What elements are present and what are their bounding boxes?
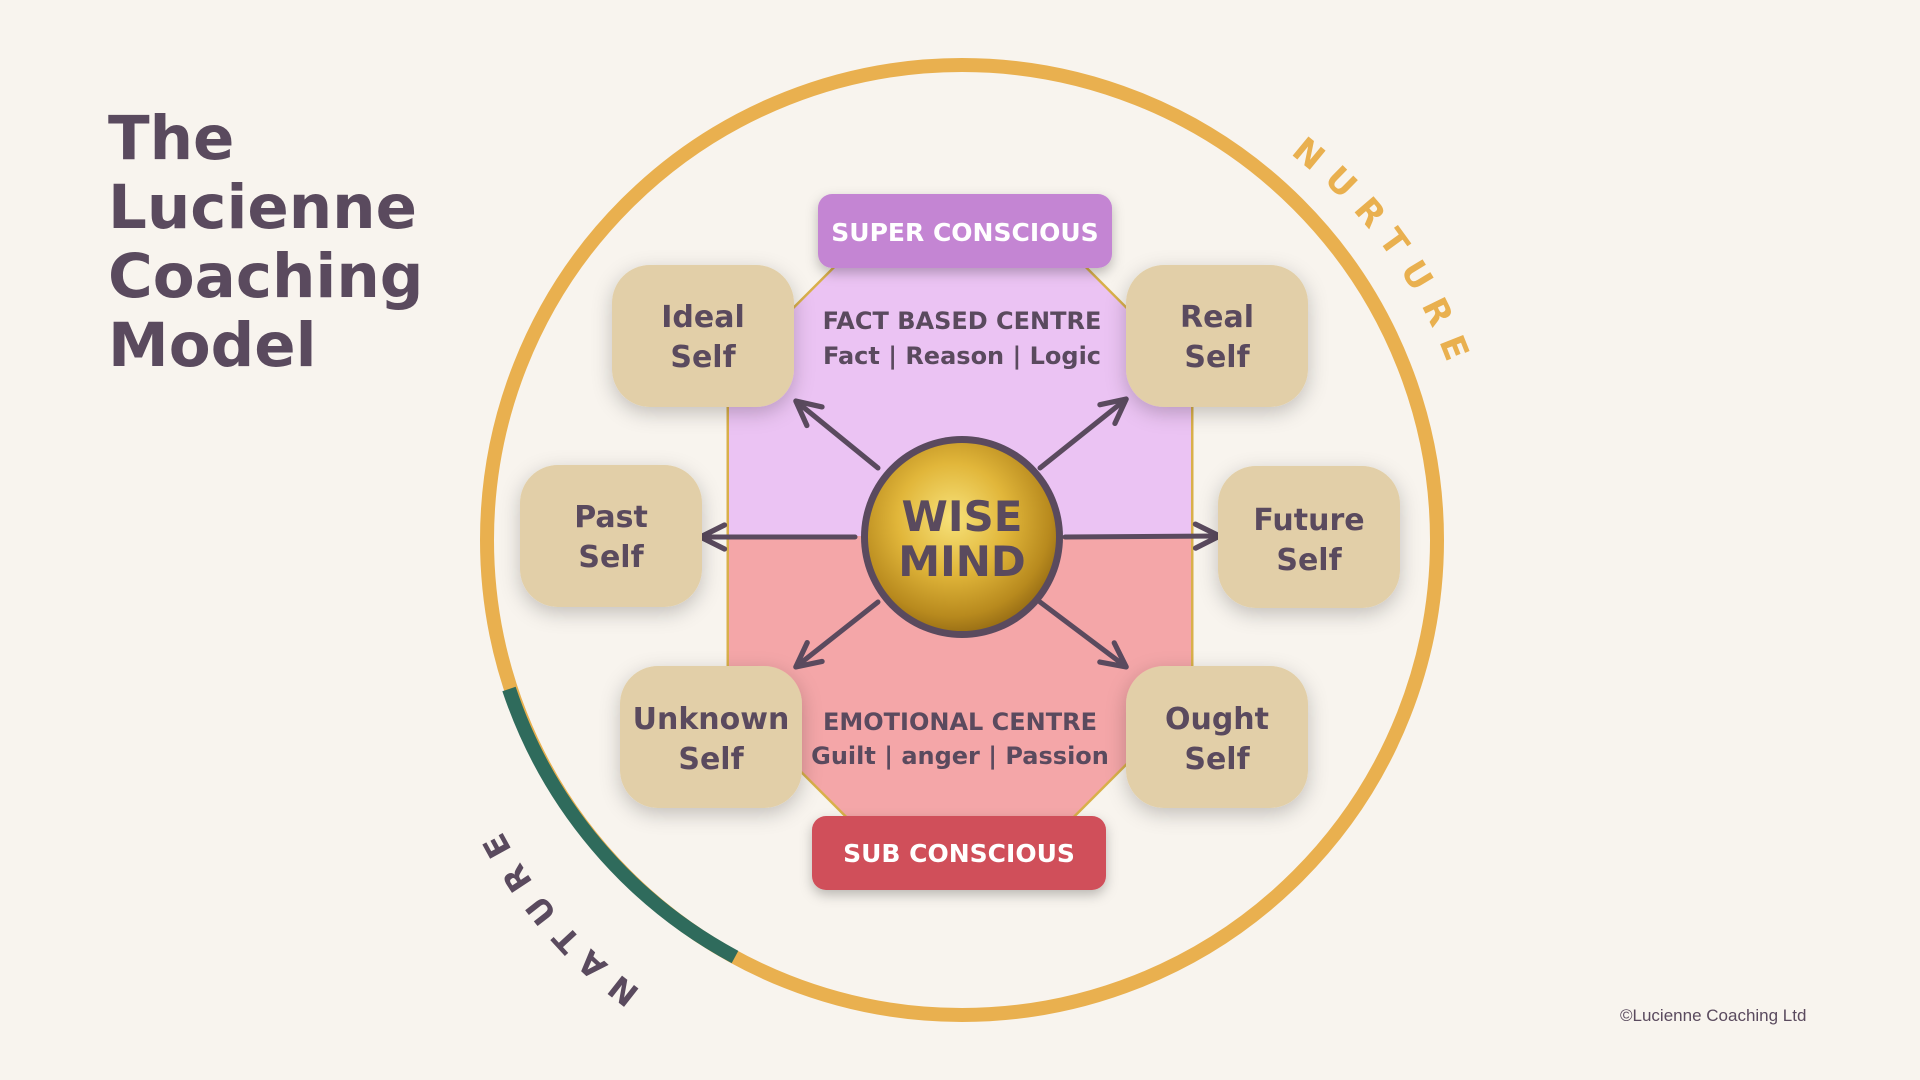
nurture-label: NURTURE: [1285, 130, 1482, 380]
real-self-line-1: Real: [1180, 300, 1254, 335]
super-conscious-label: SUPER CONSCIOUS: [831, 218, 1098, 247]
ideal-self-line-2: Self: [670, 340, 736, 375]
ideal-self-line-1: Ideal: [661, 300, 745, 335]
wise-mind-node: WISE MIND: [861, 436, 1063, 638]
arrow-to-unknown-self: [793, 599, 881, 670]
arrow-to-future-self: [1062, 521, 1223, 551]
ought-self-line-1: Ought: [1165, 702, 1269, 737]
title-line-1: The: [108, 103, 235, 174]
future-self-line-2: Self: [1276, 543, 1342, 578]
wise-mind-line-2: MIND: [898, 537, 1025, 586]
sub-conscious-badge: [812, 816, 1106, 890]
fact-centre-items: Fact | Reason | Logic: [823, 342, 1101, 370]
sub-conscious-label: SUB CONSCIOUS: [843, 839, 1075, 868]
title-line-4: Model: [108, 310, 317, 381]
diagram-title: The Lucienne Coaching Model: [108, 104, 423, 380]
ideal-self-box: Ideal Self: [612, 265, 794, 407]
real-self-box: Real Self: [1126, 265, 1308, 407]
nature-ring-segment: [502, 686, 739, 964]
arrow-to-ought-self: [1037, 599, 1129, 670]
nature-label: NATURE: [468, 815, 645, 1014]
title-line-2: Lucienne: [108, 172, 417, 243]
ought-self-line-2: Self: [1184, 742, 1250, 777]
unknown-self-box: Unknown Self: [620, 666, 802, 808]
past-self-box: Past Self: [520, 465, 702, 607]
arrow-to-ideal-self: [793, 398, 881, 471]
unknown-self-line-1: Unknown: [633, 702, 790, 737]
title-line-3: Coaching: [108, 241, 424, 312]
arrow-to-real-self: [1037, 396, 1129, 471]
future-self-box: Future Self: [1218, 466, 1400, 608]
arrows: [697, 396, 1223, 670]
emotional-centre-title: EMOTIONAL CENTRE: [823, 708, 1097, 736]
past-self-line-1: Past: [574, 500, 648, 535]
wise-mind-line-1: WISE: [902, 492, 1023, 541]
unknown-self-line-2: Self: [678, 742, 744, 777]
real-self-line-2: Self: [1184, 340, 1250, 375]
past-self-line-2: Self: [578, 540, 644, 575]
outer-ring: [480, 58, 1444, 1022]
future-self-line-1: Future: [1253, 503, 1364, 538]
super-conscious-badge: [818, 194, 1112, 268]
ought-self-box: Ought Self: [1126, 666, 1308, 808]
fact-centre-title: FACT BASED CENTRE: [823, 307, 1102, 335]
copyright-notice: ©Lucienne Coaching Ltd: [1620, 1006, 1807, 1025]
emotional-centre-items: Guilt | anger | Passion: [811, 742, 1109, 770]
